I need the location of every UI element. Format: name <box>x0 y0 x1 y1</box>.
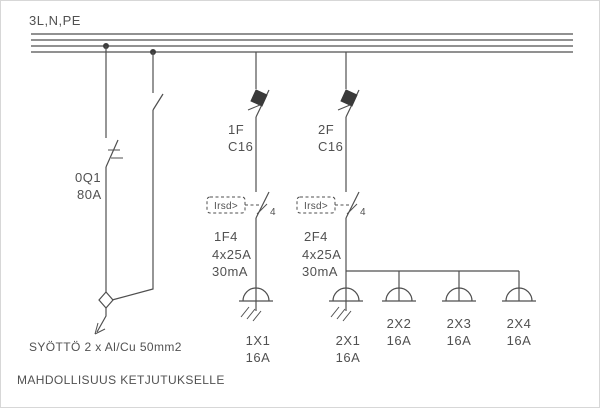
socket-outlet-icon <box>385 287 413 302</box>
switch-blade-icon <box>152 93 164 111</box>
socket-2x2-symbol <box>382 271 416 302</box>
main-switch-branch <box>94 46 123 335</box>
chaining-note: MAHDOLLISUUS KETJUTUKSELLE <box>17 373 225 387</box>
disconnector-switch-icon <box>105 139 123 168</box>
circuit-breaker-icon <box>337 89 360 118</box>
socket-2x1-symbol <box>329 271 363 322</box>
rcd-2f4-id: 2F4 <box>304 229 328 244</box>
socket-2x2-id: 2X2 <box>387 316 412 331</box>
breaker-2f-rating: C16 <box>318 139 343 154</box>
rcd-2f4-poles: 4 <box>360 207 366 218</box>
socket-1x1-id: 1X1 <box>246 333 271 348</box>
socket-1x1-rating: 16A <box>246 350 271 365</box>
earth-hatch-icon <box>330 306 352 322</box>
rcd-sense-box <box>206 196 246 214</box>
socket-1x1-symbol <box>239 287 273 322</box>
socket-2x4-symbol <box>502 271 536 302</box>
socket-2x1-rating: 16A <box>336 350 361 365</box>
junction-diamond-icon <box>98 291 114 309</box>
socket-2x4-rating: 16A <box>507 333 532 348</box>
bus-label: 3L,N,PE <box>29 13 81 28</box>
socket-2x4-id: 2X4 <box>507 316 532 331</box>
socket-2x3-symbol <box>442 271 476 302</box>
breaker-1f-branch <box>247 52 270 192</box>
socket-2x2-rating: 16A <box>387 333 412 348</box>
circuit-breaker-icon <box>247 89 270 118</box>
socket-2x1-id: 2X1 <box>336 333 361 348</box>
supply-arrow-icon <box>94 322 106 335</box>
rcd-2f4-rating: 4x25A <box>302 247 341 262</box>
main-switch-rating: 80A <box>77 187 102 202</box>
rcd-1f4-rating: 4x25A <box>212 247 251 262</box>
busbar-lines <box>31 33 573 53</box>
rcd-1f4-sensitivity: 30mA <box>212 264 248 279</box>
breaker-2f-branch <box>337 52 360 192</box>
switch-blade-icon <box>255 191 270 219</box>
socket-outlet-icon <box>445 287 473 302</box>
socket-outlet-icon <box>505 287 533 302</box>
socket-2x3-id: 2X3 <box>447 316 472 331</box>
breaker-1f-rating: C16 <box>228 139 253 154</box>
breaker-1f-id: 1F <box>228 122 244 137</box>
rcd-1f4-poles: 4 <box>270 207 276 218</box>
supply-note: SYÖTTÖ 2 x Al/Cu 50mm2 <box>29 340 182 354</box>
socket-outlet-icon <box>242 287 270 302</box>
socket-2x3-rating: 16A <box>447 333 472 348</box>
rcd-sense-box <box>296 196 336 214</box>
rcd-2f4-symbol: Irsd> 4 <box>296 191 366 271</box>
switch-blade-icon <box>345 191 360 219</box>
chain-branch <box>111 52 164 301</box>
pole-count-tick-icon <box>256 203 268 215</box>
main-switch-id: 0Q1 <box>75 170 101 185</box>
rcd-1f4-id: 1F4 <box>214 229 238 244</box>
socket-outlet-icon <box>332 287 360 302</box>
pole-count-tick-icon <box>346 203 358 215</box>
rcd-2f4-box-label: Irsd> <box>304 201 328 212</box>
rcd-1f4-symbol: Irsd> 4 <box>206 191 276 301</box>
rcd-1f4-box-label: Irsd> <box>214 201 238 212</box>
earth-hatch-icon <box>240 306 262 322</box>
breaker-2f-id: 2F <box>318 122 334 137</box>
rcd-2f4-sensitivity: 30mA <box>302 264 338 279</box>
